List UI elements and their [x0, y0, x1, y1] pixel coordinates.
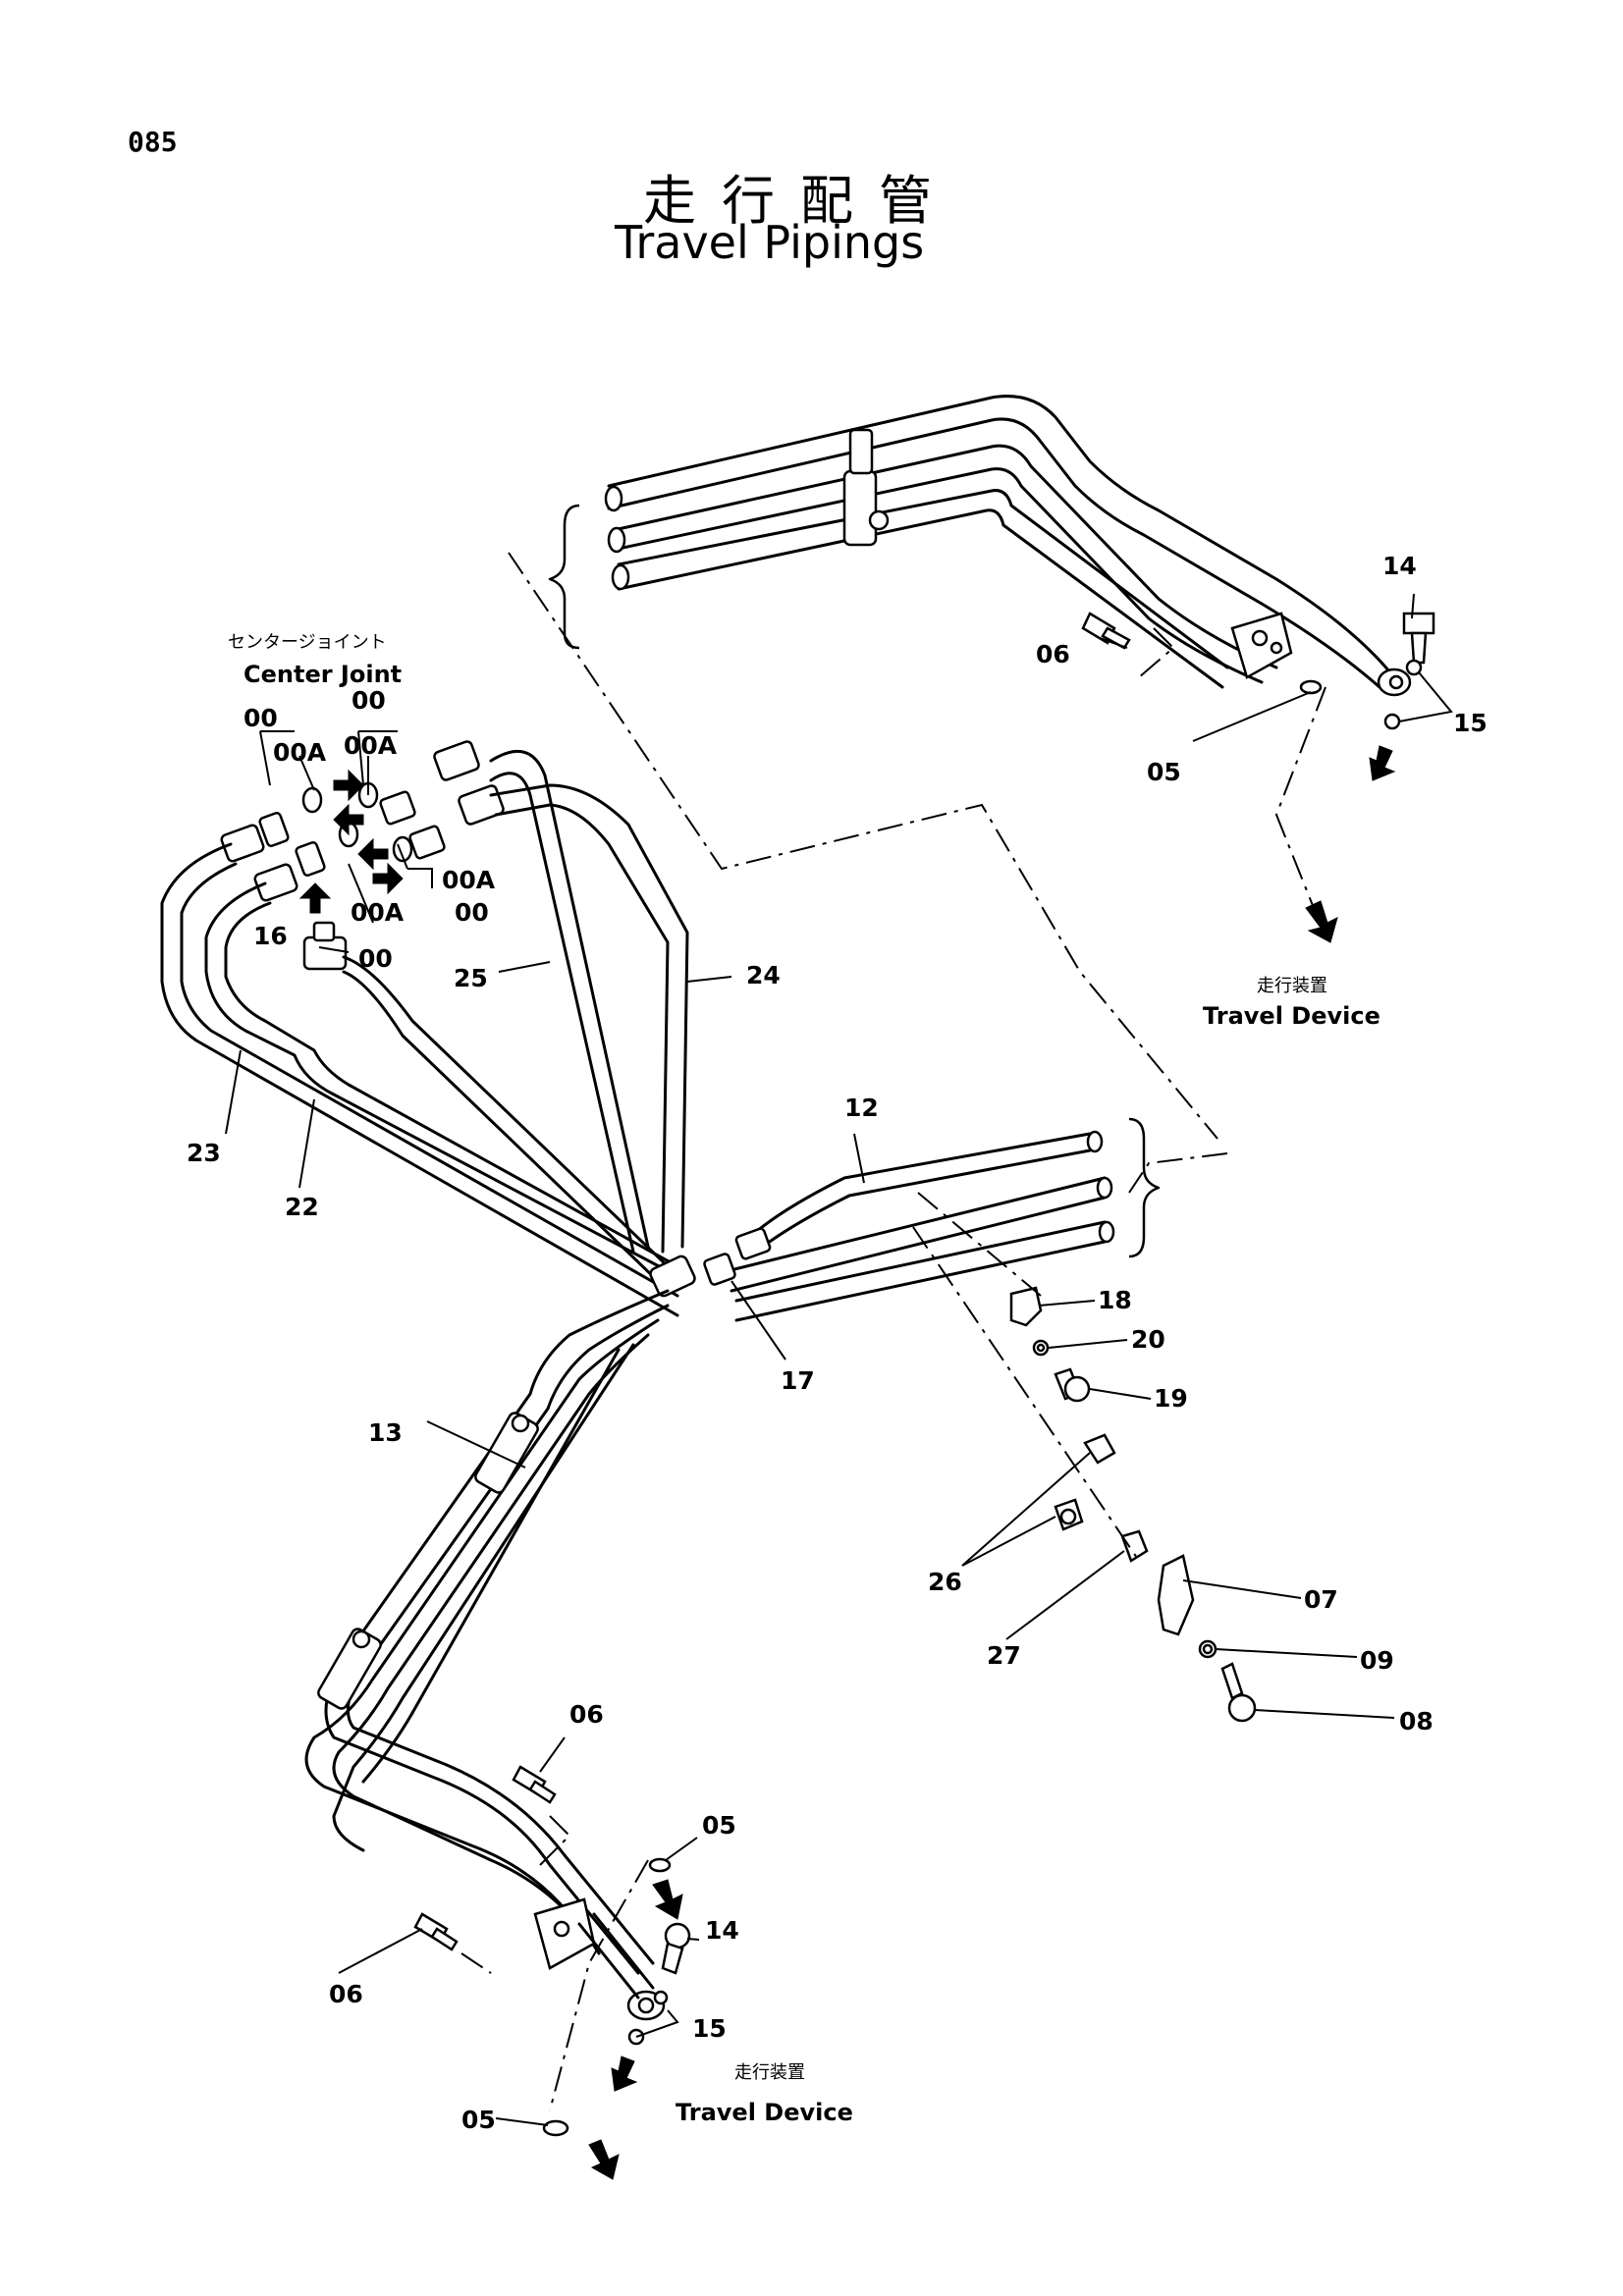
- label-18: 18: [1098, 1286, 1132, 1314]
- label-00-c: 00: [455, 898, 489, 927]
- arrow-travel-device-upper: [1305, 900, 1338, 943]
- label-05-upper: 05: [1147, 758, 1181, 786]
- label-14-lower: 14: [705, 1916, 739, 1945]
- label-22: 22: [285, 1193, 319, 1221]
- arrow-cj-4: [372, 862, 404, 895]
- label-00a-a: 00A: [273, 738, 327, 767]
- label-00-d: 00: [358, 944, 393, 973]
- label-16: 16: [253, 922, 288, 950]
- arrow-down-upper-right: [1369, 745, 1396, 781]
- label-08: 08: [1399, 1707, 1434, 1735]
- label-00-b: 00: [352, 686, 386, 715]
- arrow-cj-2: [333, 803, 364, 836]
- caption-center-joint-en: Center Joint: [243, 661, 402, 688]
- label-13: 13: [368, 1418, 403, 1447]
- pipe-12-set: [703, 1117, 1161, 1322]
- arrow-cj-3: [357, 837, 389, 871]
- caption-travel-device-jp-lower: 走行装置: [734, 2062, 805, 2083]
- arrow-oring-bottom: [588, 2139, 620, 2180]
- upper-pipe-bundle: [548, 395, 1435, 730]
- label-14-upper: 14: [1382, 552, 1417, 580]
- label-23: 23: [187, 1139, 221, 1167]
- label-20: 20: [1131, 1325, 1165, 1354]
- arrow-down-lower: [611, 2056, 638, 2092]
- pipe-13-set: [304, 1289, 670, 2021]
- title-english: Travel Pipings: [615, 216, 925, 269]
- label-06-upper: 06: [1036, 640, 1070, 668]
- lower-fasteners: [413, 1765, 691, 2137]
- left-pipe-set: [160, 750, 696, 1317]
- label-06-lower-b: 06: [329, 1980, 363, 2008]
- label-27: 27: [987, 1641, 1021, 1670]
- bolt-14-upper: [1402, 612, 1435, 665]
- chain-lines: [460, 552, 1326, 2111]
- label-00a-c: 00A: [442, 866, 496, 894]
- label-07: 07: [1304, 1585, 1338, 1614]
- caption-center-joint-jp: センタージョイント: [228, 632, 387, 653]
- title-japanese: 走行配管: [643, 170, 957, 232]
- label-00a-d: 00A: [351, 898, 405, 927]
- label-15-upper: 15: [1453, 709, 1488, 737]
- captions: センタージョイント Center Joint 走行装置 Travel Devic…: [228, 632, 1380, 2126]
- caption-travel-device-en-upper: Travel Device: [1203, 1002, 1380, 1030]
- caption-travel-device-en-lower: Travel Device: [676, 2099, 853, 2126]
- label-09: 09: [1360, 1646, 1394, 1675]
- clamp-parts-right: [1009, 1286, 1257, 1723]
- center-joint-fittings: [220, 740, 505, 971]
- label-15-lower: 15: [692, 2014, 727, 2043]
- label-24: 24: [746, 961, 781, 989]
- direction-arrows: [298, 745, 1396, 2180]
- label-05-lower-b: 05: [461, 2106, 496, 2134]
- label-17: 17: [781, 1366, 815, 1395]
- label-12: 12: [844, 1094, 879, 1122]
- label-26: 26: [928, 1568, 962, 1596]
- arrow-cj-1: [333, 769, 364, 802]
- arrow-cj-up: [298, 882, 332, 914]
- label-05-lower-a: 05: [702, 1811, 736, 1840]
- label-00a-b: 00A: [344, 731, 398, 760]
- part-labels: 14 06 15 05 00 00A 00 00A 00A 00 00A 00 …: [187, 552, 1488, 2134]
- label-19: 19: [1154, 1384, 1188, 1413]
- caption-travel-device-jp-upper: 走行装置: [1257, 976, 1327, 996]
- label-06-lower-a: 06: [569, 1700, 604, 1729]
- label-25: 25: [454, 964, 488, 992]
- arrow-oring-lower: [652, 1879, 683, 1920]
- page-number: 085: [128, 126, 178, 158]
- bolt-06-upper: [1081, 612, 1131, 650]
- label-00-a: 00: [243, 704, 278, 732]
- leader-lines: [225, 593, 1453, 2126]
